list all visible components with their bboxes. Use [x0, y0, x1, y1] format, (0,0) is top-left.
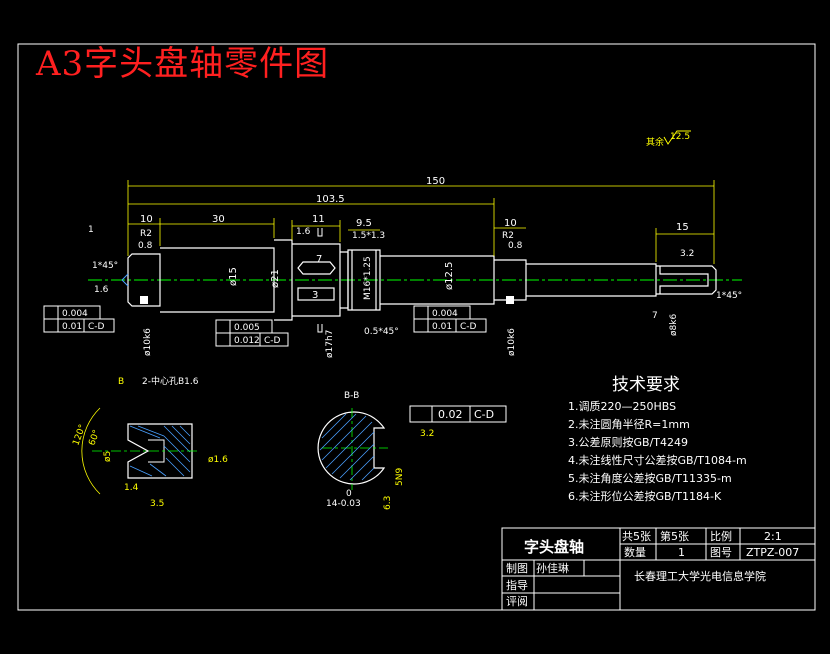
tb-review-label: 评阅 [506, 595, 528, 608]
dim-chamfer-right: 1*45° [716, 291, 742, 301]
section-ra32: 3.2 [420, 429, 434, 439]
section-tol-value: 0.02 [438, 408, 463, 421]
tb-drawn-label: 制图 [506, 562, 528, 575]
tol-left-1: 0.004 [62, 309, 88, 319]
dim-95: 9.5 [356, 218, 372, 229]
section-width: 14-0.03 [326, 499, 361, 509]
tolerance-frame-mid: 0.005 0.012 C-D [215, 319, 289, 347]
dim-phi21: ø21 [270, 269, 281, 288]
dim-7: 7 [652, 311, 658, 321]
tb-sheet-no: 第5张 [660, 529, 689, 543]
detail-phi16: ø1.6 [208, 455, 228, 465]
dim-ra08b: 0.8 [508, 241, 523, 251]
requirement-6: 6.未注形位公差按GB/T1184-K [568, 489, 722, 503]
dim-chamfer-thread: 0.5*45° [364, 327, 399, 337]
section-5n9: 5N9 [395, 468, 405, 486]
section-tol-ref: C-D [474, 408, 494, 421]
detail-letter: B [118, 377, 124, 387]
title-block [501, 527, 816, 611]
section-63: 6.3 [383, 496, 393, 510]
dim-phi15: ø15 [228, 267, 239, 286]
center-hole-mark [121, 273, 129, 287]
dim-phi10k6-right: ø10k6 [507, 328, 517, 356]
tb-drawn-name: 孙佳琳 [536, 561, 569, 575]
detail-center-hole [81, 407, 200, 495]
section-tolerance: 0.02 C-D [409, 405, 507, 423]
dim-1-6: 1.6 [94, 285, 109, 295]
dim-ra08a: 0.8 [138, 241, 153, 251]
tb-qty-label: 数量 [624, 546, 646, 559]
dim-chamfer-left: 1*45° [92, 261, 118, 271]
datum-d-marker [506, 296, 514, 304]
shaft-outline [127, 239, 717, 321]
tol-mid-ref: C-D [264, 336, 281, 346]
roughness-note-value: 12.5 [670, 132, 690, 142]
requirements-heading: 技术要求 [612, 375, 680, 395]
tolerance-frame-left: 0.004 0.01 C-D [43, 305, 115, 333]
detail-phi6: ø5 [103, 451, 113, 462]
dim-phi17h7: ø17h7 [325, 330, 335, 358]
dim-slot-7: 7 [316, 254, 322, 265]
tb-school: 长春理工大学光电信息学院 [634, 569, 766, 583]
dim-phi125: ø12.5 [444, 262, 455, 290]
tb-part-name: 字头盘轴 [524, 538, 584, 556]
requirement-5: 5.未注角度公差按GB/T11335-m [568, 471, 732, 485]
dim-r2b: R2 [502, 231, 514, 241]
dim-overall: 150 [426, 176, 445, 187]
dim-ra16a: 1.6 [296, 227, 311, 237]
tol-mid-1: 0.005 [234, 323, 260, 333]
section-bb [317, 408, 388, 490]
dim-phi10k6-left: ø10k6 [143, 328, 153, 356]
requirement-4: 4.未注线性尺寸公差按GB/T1084-m [568, 453, 747, 467]
dim-30: 30 [212, 214, 225, 225]
tb-drawing-no-value: ZTPZ-007 [746, 546, 799, 559]
requirement-1: 1.调质220—250HBS [568, 400, 676, 413]
tolerance-frame-right: 0.004 0.01 C-D [413, 305, 487, 333]
dim-thread: M16*1.25 [363, 256, 373, 300]
requirement-3: 3.公差原则按GB/T4249 [568, 435, 688, 449]
tol-left-2: 0.01 [62, 322, 82, 332]
detail-dim-35: 3.5 [150, 499, 164, 509]
dim-phi8k6: ø8k6 [669, 314, 679, 336]
tol-right-1: 0.004 [432, 309, 458, 319]
tb-scale-label: 比例 [710, 529, 732, 543]
dim-10b: 10 [504, 218, 517, 229]
requirement-2: 2.未注圆角半径R=1mm [568, 417, 690, 431]
roughness-note: 其余 12.5 [646, 130, 691, 148]
detail-angle-60: 60° [87, 429, 102, 447]
tol-left-ref: C-D [88, 322, 105, 332]
dimension-lines [127, 180, 715, 264]
dim-ra32: 3.2 [680, 249, 694, 259]
section-zero: 0 [346, 489, 352, 499]
roughness-note-label: 其余 [646, 136, 664, 148]
dim-slot-3: 3 [312, 290, 318, 301]
dim-10a: 10 [140, 214, 153, 225]
tol-mid-2: 0.012 [234, 336, 260, 346]
tb-guide-label: 指导 [506, 578, 528, 592]
tb-scale-value: 2:1 [764, 530, 782, 543]
detail-dim-14: 1.4 [124, 483, 139, 493]
dim-103: 103.5 [316, 194, 345, 205]
datum-c-marker [140, 296, 148, 304]
dim-11: 11 [312, 214, 325, 225]
dim-15: 15 [676, 222, 689, 233]
drawing-title: A3字头盘轴零件图 [36, 44, 330, 84]
tb-drawing-no-label: 图号 [710, 546, 732, 559]
tb-qty-value: 1 [678, 546, 685, 559]
tol-right-2: 0.01 [432, 322, 452, 332]
sheet-border [17, 43, 816, 611]
dim-r2a: R2 [140, 229, 152, 239]
dim-undercut: 1.5*1.3 [352, 231, 385, 241]
detail-caption: 2-中心孔B1.6 [142, 375, 199, 387]
key-marks [317, 228, 323, 333]
label-1: 1 [88, 225, 94, 235]
detail-angle-120: 120° [71, 423, 88, 447]
tol-right-ref: C-D [460, 322, 477, 332]
section-caption: B-B [344, 391, 359, 401]
tb-sheets-total: 共5张 [622, 530, 651, 543]
